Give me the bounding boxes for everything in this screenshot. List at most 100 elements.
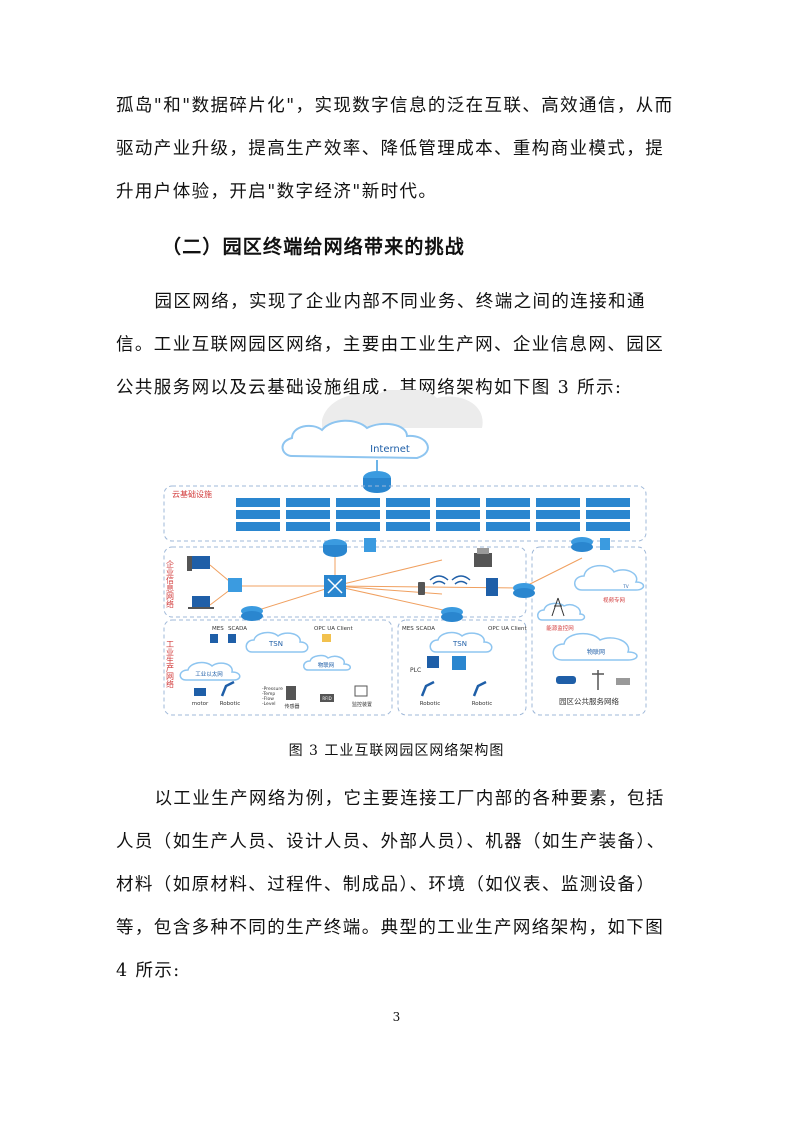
enterprise-net-box: [163, 546, 527, 618]
sensor-icon: [286, 686, 296, 700]
cloud-infra-label: 云基础设施: [172, 489, 212, 499]
robotic-label-3: Robotic: [472, 701, 493, 707]
server-rack-group: [236, 498, 630, 531]
server-unit: [536, 510, 580, 519]
paragraph-intro: 孤岛"和"数据碎片化"，实现数字信息的泛在互联、高效通信，从而驱动产业升级，提高…: [116, 96, 674, 202]
camera-icon: [616, 678, 630, 685]
tsn-cloud-icon: [245, 631, 309, 653]
paragraph-production: 以工业生产网络为例，它主要连接工厂内部的各种要素，包括人员（如生产人员、设计人员…: [116, 789, 666, 981]
mes-icon: [210, 634, 218, 643]
laptop-icon: [188, 596, 214, 609]
core-router-icon: [363, 471, 391, 493]
server-unit: [336, 510, 380, 519]
server-unit: [386, 498, 430, 507]
server-unit: [436, 522, 480, 531]
energy-net-label: 能源监控网: [546, 624, 574, 632]
rfid-icon: [320, 694, 334, 702]
server-unit: [486, 522, 530, 531]
wind-turbine-icon: [592, 670, 604, 690]
tv-label: TV: [622, 584, 628, 589]
opc-label-2: OPC UA Client: [488, 626, 528, 632]
robotic-label-2: Robotic: [420, 701, 441, 707]
wifi-icon: [429, 575, 471, 585]
iot-label-public: 物联网: [587, 648, 605, 656]
robotic-label: Robotic: [220, 701, 241, 707]
router-icon-public: [571, 537, 610, 552]
server-unit: [386, 522, 430, 531]
scada-label: SCADA: [228, 626, 247, 632]
video-net-label: 视频专网: [603, 596, 626, 604]
printer-icon: [474, 548, 492, 567]
monitor-label: 监控装置: [352, 701, 372, 708]
rfid-label: RFID: [322, 696, 331, 701]
scada-icon: [228, 634, 236, 643]
server-unit: [236, 498, 280, 507]
internet-cloud-icon: [281, 419, 429, 460]
plc-icon: [427, 656, 439, 668]
industrial-eth-cloud-icon: [179, 661, 241, 681]
firewall-icon: [364, 538, 376, 552]
figure-caption: 图 3 工业互联网园区网络架构图: [288, 743, 505, 759]
server-unit: [236, 522, 280, 531]
mes-label: MES: [212, 626, 224, 632]
sensor-label: 传感器: [284, 703, 299, 710]
router-icon-production-2: [441, 607, 463, 622]
public-service-label: 园区公共服务网络: [559, 696, 619, 706]
server-unit: [286, 510, 330, 519]
video-net-cloud-icon: [574, 564, 645, 591]
iot-label: 物联网: [318, 661, 335, 669]
background-cloud-shape: [322, 390, 483, 428]
server-unit: [586, 522, 630, 531]
server-unit: [336, 498, 380, 507]
server-unit: [236, 510, 280, 519]
scada-label-2: SCADA: [416, 626, 435, 632]
server-unit: [586, 510, 630, 519]
sensor-params-label: -Pressure-Temp-Flow-Level: [262, 686, 283, 707]
industrial-eth-label: 工业以太网: [195, 670, 223, 678]
iot-cloud-icon-public: [552, 632, 638, 661]
page-number: 3: [392, 1010, 401, 1024]
server-unit: [586, 498, 630, 507]
switch-icon: [228, 578, 242, 592]
server-unit: [486, 498, 530, 507]
robotic-arm-icon-2: [420, 680, 435, 697]
motor-icon: [194, 688, 206, 696]
paragraph-park-network: 园区网络，实现了企业内部不同业务、终端之间的连接和通信。工业互联网园区网络，主要…: [116, 292, 665, 398]
plc-label: PLC: [410, 667, 421, 674]
server-unit: [536, 498, 580, 507]
server-unit: [386, 510, 430, 519]
internet-label: Internet: [370, 444, 410, 455]
opc-label: OPC UA Client: [314, 626, 354, 632]
server-unit: [436, 510, 480, 519]
cloud-infra-box: [163, 485, 647, 542]
server-icon: [486, 578, 498, 596]
switch-icon-production: [452, 656, 466, 670]
server-unit: [436, 498, 480, 507]
tsn-label-2: TSN: [452, 640, 467, 648]
router-icon-enterprise-edge: [513, 583, 535, 598]
section-heading: （二）园区终端给网络带来的挑战: [162, 236, 466, 258]
power-tower-icon: [551, 597, 565, 617]
production-net-box-2: [397, 619, 527, 716]
mes-label-2: MES: [402, 626, 414, 632]
desktop-icon: [187, 556, 210, 571]
server-unit: [336, 522, 380, 531]
production-net-label: 工业生产网络: [166, 640, 175, 689]
phone-icon: [418, 582, 425, 595]
motor-label: motor: [192, 701, 209, 707]
tsn-label: TSN: [268, 640, 283, 648]
server-unit: [286, 522, 330, 531]
server-unit: [286, 498, 330, 507]
tsn-cloud-icon-2: [429, 631, 493, 653]
server-unit: [486, 510, 530, 519]
router-icon: [323, 539, 347, 557]
iot-cloud-icon: [303, 654, 351, 671]
monitor-device-icon: [354, 685, 368, 697]
robotic-arm-icon: [220, 680, 235, 697]
server-unit: [536, 522, 580, 531]
robotic-arm-icon-3: [472, 680, 487, 697]
opc-icon: [322, 634, 331, 642]
router-icon-production: [241, 606, 263, 621]
production-net-box: [163, 619, 393, 716]
energy-net-cloud-icon: [537, 602, 586, 621]
